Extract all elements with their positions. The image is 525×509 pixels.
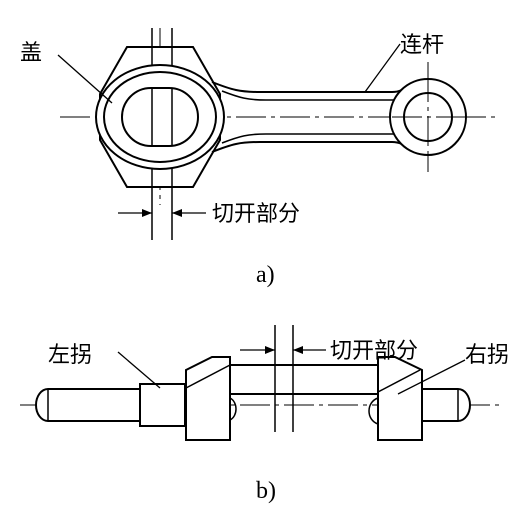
right-shaft: [421, 388, 471, 422]
rod-shank-inner: [221, 90, 396, 144]
leader-left-crank: [117, 351, 161, 389]
figure-a: [57, 28, 500, 240]
caption-b: b): [256, 478, 276, 504]
left-hub: [139, 383, 186, 427]
right-web: [377, 356, 423, 441]
left-shaft: [35, 388, 141, 422]
label-cut-b: 切开部分: [330, 339, 418, 364]
leader-cap: [57, 54, 113, 104]
left-web: [185, 356, 231, 441]
label-right-crank: 右拐: [465, 343, 509, 368]
label-cut-a: 切开部分: [212, 202, 300, 227]
big-end-mid: [103, 71, 217, 163]
caption-a: a): [256, 262, 275, 288]
label-rod: 连杆: [400, 33, 444, 58]
label-left-crank: 左拐: [48, 343, 92, 368]
figure-b: [20, 325, 500, 441]
leader-right-crank: [397, 359, 466, 395]
big-end-bore: [121, 87, 199, 147]
big-end-outer: [95, 64, 225, 170]
label-cap: 盖: [20, 41, 42, 66]
leader-rod: [364, 43, 401, 93]
right-shaft-bulb: [368, 397, 379, 425]
